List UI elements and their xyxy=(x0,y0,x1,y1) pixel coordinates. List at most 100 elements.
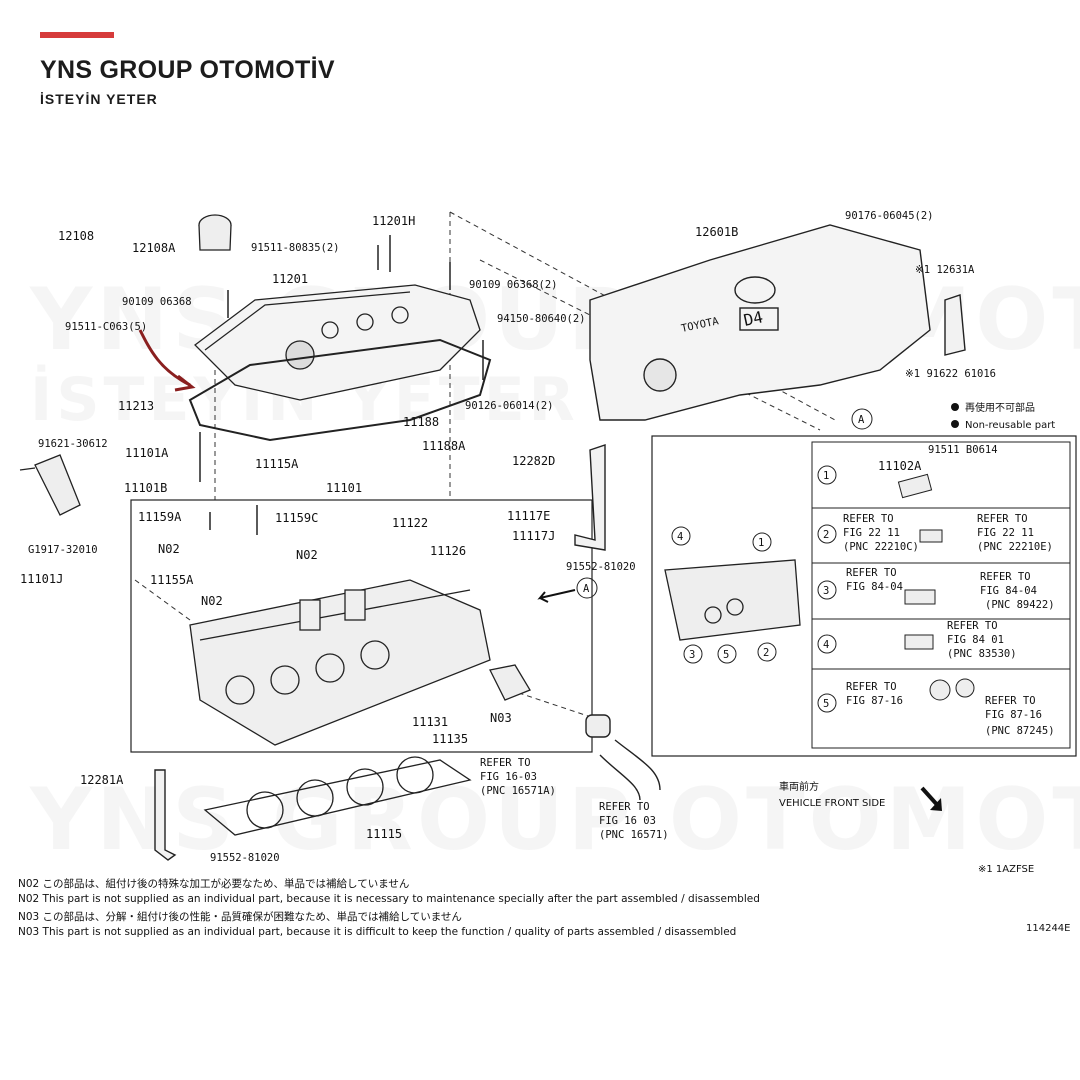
ref-text: FIG 22 11 xyxy=(843,527,900,539)
callout-a-label: A xyxy=(858,414,865,426)
ref-text: (PNC 16571) xyxy=(599,829,669,841)
oil-cap xyxy=(198,214,232,251)
detail-num: 5 xyxy=(723,649,729,661)
view-arrow xyxy=(537,589,576,603)
detail-head-sketch xyxy=(664,559,801,641)
part-label: 90126-06014(2) xyxy=(465,400,554,412)
part-label: 11101 xyxy=(326,481,362,495)
part-label: 11131 xyxy=(412,715,448,729)
part-label: 12108 xyxy=(58,229,94,243)
ocv-sensor xyxy=(19,454,81,516)
ref-text: REFER TO xyxy=(980,571,1031,583)
ref-text: FIG 84-04 xyxy=(846,581,903,593)
detail-parts xyxy=(897,473,975,701)
highlight-arrow-head xyxy=(174,374,196,392)
part-label: 12282D xyxy=(512,454,555,468)
highlight-arrow xyxy=(138,329,191,387)
detail-rows xyxy=(811,441,1071,749)
ref-text: (PNC 87245) xyxy=(985,725,1055,737)
ref-text: REFER TO xyxy=(480,757,531,769)
detail-num: 3 xyxy=(823,585,829,597)
part-label: N02 xyxy=(158,542,180,556)
part-label: 11188 xyxy=(403,415,439,429)
brand-subtitle: İSTEYİN YETER xyxy=(40,91,158,107)
ref-text: REFER TO xyxy=(599,801,650,813)
vehicle-front-jp: 車両前方 xyxy=(779,780,819,793)
part-label: 11102A xyxy=(878,459,922,473)
note-line: N02 この部品は、組付け後の特殊な加工が必要なため、単品では補給していません xyxy=(18,878,410,890)
part-label: N02 xyxy=(201,594,223,608)
detail-num: 4 xyxy=(677,531,683,543)
footnote-ref: ※1 1AZFSE xyxy=(978,864,1034,875)
legend-en: Non-reusable part xyxy=(965,420,1055,431)
part-label: 11201 xyxy=(272,272,308,286)
part-label: 12108A xyxy=(132,241,176,255)
part-label: 11126 xyxy=(430,544,466,558)
ref-text: REFER TO xyxy=(846,567,897,579)
part-label: 91511-80835(2) xyxy=(251,242,340,254)
hose xyxy=(585,714,661,801)
part-label: 11117J xyxy=(512,529,555,543)
cylinder-head-frame xyxy=(130,499,593,753)
part-label: 11115 xyxy=(366,827,402,841)
legend-bullet xyxy=(951,420,959,428)
part-labels: 12108 12108A 91511-80835(2) 11201H 11201… xyxy=(20,210,998,864)
detail-box-a xyxy=(651,435,1077,757)
ref-text: (PNC 22210E) xyxy=(977,541,1053,553)
part-label: 91511 B0614 xyxy=(928,444,998,456)
ref-text: FIG 87-16 xyxy=(846,695,903,707)
part-label: 11101A xyxy=(125,446,169,460)
brand-accent-bar xyxy=(40,32,114,38)
part-label: 91621-30612 xyxy=(38,438,108,450)
part-label: N03 xyxy=(490,711,512,725)
part-label: 11213 xyxy=(118,399,154,413)
note-line: N02 This part is not supplied as an indi… xyxy=(18,893,760,905)
vehicle-front-en: VEHICLE FRONT SIDE xyxy=(779,798,885,809)
part-label: 11101J xyxy=(20,572,63,586)
ref-text: FIG 16-03 xyxy=(480,771,537,783)
detail-num: 5 xyxy=(823,698,829,710)
ref-text: REFER TO xyxy=(947,620,998,632)
part-label: ※1 91622 61016 xyxy=(905,368,996,380)
valve-cover-group xyxy=(188,284,492,442)
bolts xyxy=(199,235,484,535)
ref-text: FIG 16 03 xyxy=(599,815,656,827)
arrow-a-label: A xyxy=(583,583,590,595)
ref-text: FIG 87-16 xyxy=(985,709,1042,721)
note-line: N03 This part is not supplied as an indi… xyxy=(18,926,737,938)
part-label: G1917-32010 xyxy=(28,544,98,556)
ref-text: REFER TO xyxy=(985,695,1036,707)
head-gasket xyxy=(203,756,472,836)
part-label: 12601B xyxy=(695,225,738,239)
ref-text: (PNC 83530) xyxy=(947,648,1017,660)
ref-text: REFER TO xyxy=(977,513,1028,525)
part-label: 90176-06045(2) xyxy=(845,210,934,222)
part-label: 90109 06368 xyxy=(122,296,192,308)
part-label: 11159C xyxy=(275,511,318,525)
note-line: N03 この部品は、分解・組付け後の性能・品質確保が困難なため、単品では補給して… xyxy=(18,911,462,923)
ref-text: REFER TO xyxy=(843,513,894,525)
ref-text: FIG 84-04 xyxy=(980,585,1037,597)
detail-num: 2 xyxy=(763,647,769,659)
part-label: 11188A xyxy=(422,439,466,453)
part-label: 94150-80640(2) xyxy=(497,313,586,325)
callout-a-circle xyxy=(851,408,873,430)
ref-text: FIG 22 11 xyxy=(977,527,1034,539)
detail-numbers: 1 2 3 4 5 4 1 3 5 2 xyxy=(677,470,829,710)
detail-num: 1 xyxy=(823,470,829,482)
part-label: 11201H xyxy=(372,214,415,228)
ref-text: (PNC 89422) xyxy=(985,599,1055,611)
part-label: 11135 xyxy=(432,732,468,746)
part-label: 11101B xyxy=(124,481,167,495)
ref-text: FIG 84 01 xyxy=(947,634,1004,646)
part-label: 91511-C063(5) xyxy=(65,321,147,333)
part-label: 91552-81020 xyxy=(210,852,280,864)
part-label: 91552-81020 xyxy=(566,561,636,573)
part-label: N02 xyxy=(296,548,318,562)
detail-num: 2 xyxy=(823,529,829,541)
refer-blocks: REFER TO FIG 16-03 (PNC 16571A) REFER TO… xyxy=(480,513,1055,841)
part-label: 11122 xyxy=(392,516,428,530)
part-label: 11155A xyxy=(150,573,194,587)
front-arrow-head xyxy=(930,798,942,811)
